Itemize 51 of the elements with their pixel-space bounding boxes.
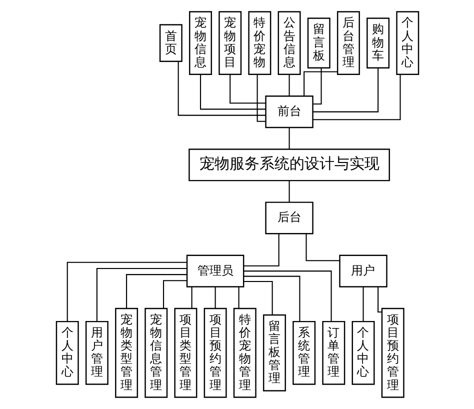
node-box: 系统管理 <box>292 320 316 385</box>
node-box: 公告信息 <box>277 11 300 75</box>
connector <box>312 68 322 104</box>
node-box: 首页 <box>158 24 182 62</box>
node-box: 个人中心 <box>55 320 78 385</box>
node-box: 前台 <box>264 96 313 128</box>
node-box: 用户管理 <box>84 320 108 385</box>
node-box: 项目预约管理 <box>203 308 226 398</box>
connector <box>312 74 400 120</box>
connector <box>305 234 340 262</box>
node-box: 特价宠物管理 <box>232 308 256 398</box>
connector <box>312 68 378 112</box>
node-box: 个人中心 <box>351 320 374 385</box>
node-box: 管理员 <box>186 254 244 288</box>
connector <box>96 268 186 322</box>
connector <box>303 71 337 96</box>
connector <box>66 262 186 322</box>
node-box: 宠物信息 <box>188 11 212 75</box>
connector <box>214 286 216 308</box>
node-box: 项目预约管理 <box>380 308 404 398</box>
node-box: 宠物信息管理 <box>144 308 168 398</box>
connector <box>288 128 290 149</box>
connector <box>126 274 186 308</box>
connector <box>256 74 266 122</box>
node-box: 购物车 <box>366 18 390 68</box>
node-box: 宠物类型管理 <box>114 308 138 398</box>
node-box: 留言板管理 <box>262 314 286 392</box>
node-box: 用户 <box>338 254 387 288</box>
connector <box>288 74 290 96</box>
connector <box>177 62 266 116</box>
connector <box>243 276 300 322</box>
connector <box>288 180 290 202</box>
connector <box>243 270 332 322</box>
node-box: 宠物服务系统的设计与实现 <box>188 148 390 182</box>
node-box: 特价宠物 <box>248 11 271 75</box>
node-box: 订单管理 <box>322 320 345 385</box>
connector <box>162 280 186 308</box>
connector <box>377 286 382 312</box>
connector <box>190 286 192 308</box>
connector <box>243 281 272 315</box>
node-box: 后台管理 <box>336 11 360 75</box>
connector <box>243 234 279 266</box>
node-box: 宠物项目 <box>218 11 242 75</box>
connector <box>229 74 266 104</box>
node-box: 项目类型管理 <box>174 308 197 398</box>
node-box: 个人中心 <box>396 11 419 75</box>
connector <box>362 286 364 322</box>
node-box: 留言板 <box>306 18 330 68</box>
connector <box>238 286 239 308</box>
node-box: 后台 <box>264 202 313 234</box>
connector <box>200 74 266 110</box>
